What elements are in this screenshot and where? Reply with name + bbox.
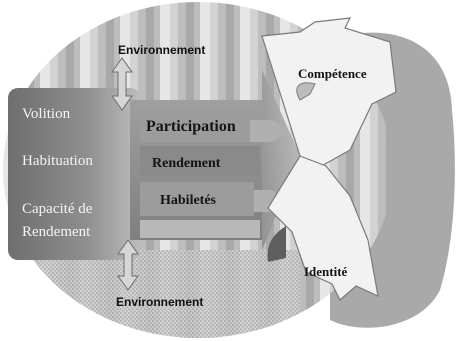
competence-arrow-curl: [296, 82, 316, 101]
identite-arrow: [267, 155, 379, 301]
person-item-capacite: Capacité de: [22, 201, 93, 217]
person-item-habituation: Habituation: [22, 153, 93, 169]
level-label-habiletes: Habiletés: [160, 193, 217, 208]
person-item-rendement: Rendement: [22, 224, 91, 240]
identite-arrow-fold: [267, 226, 286, 262]
outcome-label-competence: Compétence: [298, 66, 367, 81]
outcome-label-identite: Identité: [304, 264, 348, 279]
environment-arrow-bottom: [117, 239, 139, 291]
level-label-participation: Participation: [146, 118, 236, 135]
level-shelf-rendement: [140, 146, 260, 176]
person-item-volition: Volition: [22, 106, 71, 122]
environment-arrow-top: [111, 57, 133, 111]
person-box: [8, 88, 140, 260]
level-arrow-participation: [250, 120, 290, 142]
level-shelf-base: [140, 220, 260, 238]
level-label-rendement: Rendement: [152, 156, 221, 171]
environment-label-top: Environnement: [118, 43, 205, 57]
level-shelf-participation: [140, 108, 250, 142]
environment-label-bottom: Environnement: [116, 295, 203, 309]
level-shelf-habiletes: [140, 182, 254, 216]
